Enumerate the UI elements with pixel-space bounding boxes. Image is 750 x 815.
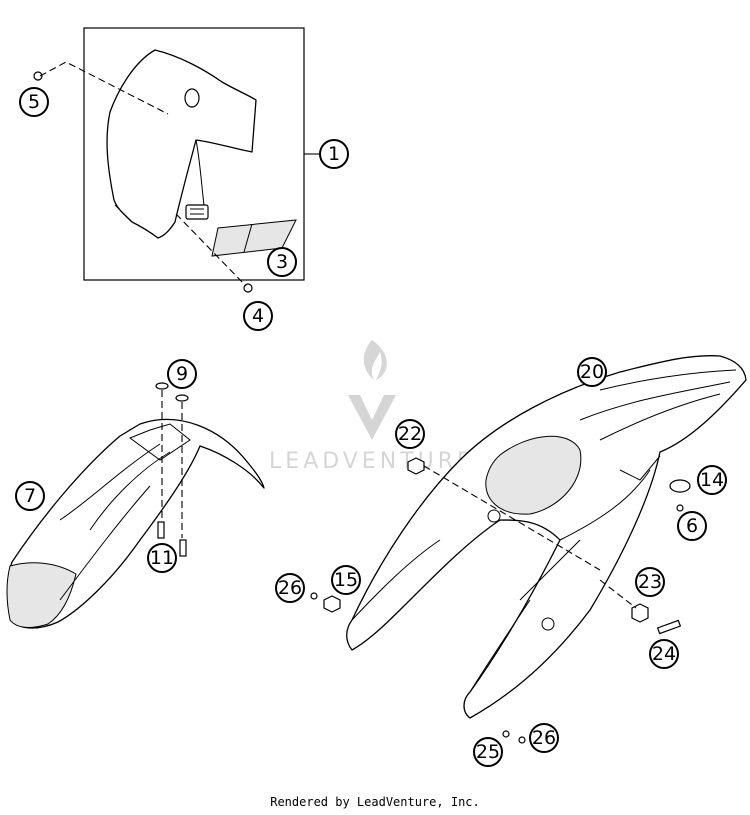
svg-text:9: 9	[176, 363, 188, 385]
screw-part-26-right	[518, 736, 526, 744]
grommet-part-14	[669, 479, 691, 493]
rear-fender	[346, 355, 747, 719]
washer-part-9	[155, 382, 189, 402]
watermark: LEADVENTURE	[269, 340, 475, 474]
washer-part-23	[631, 603, 649, 623]
svg-text:15: 15	[334, 569, 358, 591]
callout-11: 11	[147, 543, 177, 573]
svg-text:23: 23	[638, 571, 662, 593]
svg-text:25: 25	[476, 741, 500, 763]
callout-6: 6	[677, 511, 707, 541]
screw-part-5	[33, 71, 43, 81]
svg-text:26: 26	[532, 727, 556, 749]
callout-23: 23	[635, 567, 665, 597]
nut-part-22	[407, 457, 425, 475]
svg-text:14: 14	[700, 469, 724, 491]
watermark-text: LEADVENTURE	[269, 449, 475, 474]
footer-credit: Rendered by LeadVenture, Inc.	[270, 795, 480, 809]
flame-logo-icon	[363, 340, 387, 380]
screw-part-26-left	[310, 592, 318, 600]
svg-text:6: 6	[686, 515, 698, 537]
leader-23	[599, 579, 637, 609]
callout-7: 7	[15, 481, 45, 511]
svg-text:26: 26	[278, 577, 302, 599]
screw-part-24	[656, 619, 682, 635]
screw-part-11	[157, 521, 187, 557]
svg-text:11: 11	[150, 547, 174, 569]
svg-text:20: 20	[580, 361, 604, 383]
svg-text:24: 24	[652, 643, 676, 665]
svg-text:3: 3	[276, 251, 288, 273]
callout-22: 22	[395, 419, 425, 449]
callout-25: 25	[473, 737, 503, 767]
leader-4	[175, 213, 247, 287]
callout-14: 14	[697, 465, 727, 495]
nut-part-25	[502, 730, 510, 738]
front-fender	[6, 418, 265, 629]
number-plate	[106, 49, 257, 239]
callout-24: 24	[649, 639, 679, 669]
svg-text:5: 5	[28, 91, 40, 113]
screw-part-6	[676, 504, 684, 512]
callout-26-right: 26	[529, 723, 559, 753]
v-logo-icon	[348, 395, 396, 440]
callout-9: 9	[167, 359, 197, 389]
leader-5	[39, 61, 169, 115]
svg-text:7: 7	[24, 485, 36, 507]
svg-text:1: 1	[328, 143, 340, 165]
callout-26-left: 26	[275, 573, 305, 603]
leader-22	[423, 465, 601, 571]
callout-3: 3	[267, 247, 297, 277]
svg-text:4: 4	[252, 305, 264, 327]
callout-4: 4	[243, 301, 273, 331]
callout-5: 5	[19, 87, 49, 117]
callout-1: 1	[319, 139, 349, 169]
callout-20: 20	[577, 357, 607, 387]
callout-15: 15	[331, 565, 361, 595]
svg-text:22: 22	[398, 423, 422, 445]
screw-part-15	[323, 595, 341, 613]
